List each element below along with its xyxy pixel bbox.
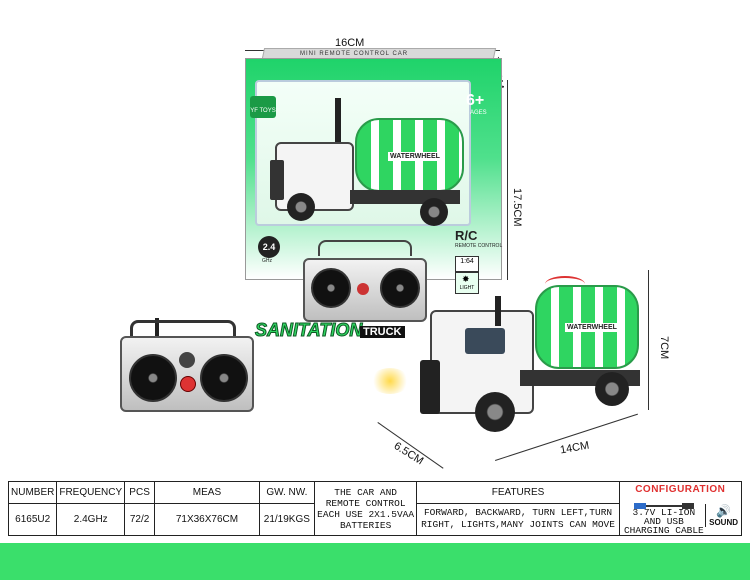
box-remote-handle [318, 240, 412, 256]
box-remote-speaker-left [311, 268, 351, 308]
age-label: AGES [470, 110, 487, 116]
box-rear-wheel [420, 198, 448, 226]
box-front-wheel [287, 193, 315, 221]
car-height-dim: 7CM [658, 336, 670, 360]
car-height-line [648, 270, 649, 410]
headlight-glow [370, 368, 410, 394]
box-truck-cab [275, 142, 354, 211]
scale-value: 1:64 [460, 258, 474, 265]
truck-tank-label: WATERWHEEL [565, 323, 619, 332]
battery-line-3: EACH USE 2X1.5VAA [317, 508, 415, 520]
truck-exhaust [495, 296, 501, 326]
box-remote-speaker-right [380, 268, 420, 308]
box-truck-grille [270, 160, 284, 200]
scale-badge: 1:64 [455, 256, 479, 272]
battery-info: THE CAR AND REMOTE CONTROL EACH USE 2X1.… [313, 481, 418, 536]
battery-line-4: BATTERIES [339, 519, 392, 531]
rc-sub-label: REMOTE CONTROL [455, 243, 503, 249]
battery-line-2: REMOTE CONTROL [325, 497, 406, 509]
light-icon: ✸ [462, 274, 470, 284]
sound-icon: 🔊 [716, 503, 732, 518]
truck-front-wheel [475, 392, 515, 432]
header-number: NUMBER [7, 481, 58, 504]
features-line-1: FORWARD, BACKWARD, TURN LEFT,TURN [423, 507, 613, 519]
remote-power-button [180, 376, 196, 392]
rc-label: R/C [455, 228, 478, 243]
box-height-dim: 17.5CM [511, 188, 523, 227]
header-gw-nw: GW. NW. [258, 481, 315, 504]
features-line-2: RIGHT, LIGHTS,MANY JOINTS CAN MOVE [421, 519, 615, 531]
value-pcs: 72/2 [124, 502, 156, 537]
remote-dial [179, 352, 195, 368]
truck-cab [430, 310, 534, 414]
box-top-banner: MINI REMOTE CONTROL CAR [300, 51, 409, 57]
spec-value-row: 6165U2 2.4GHz 72/2 71X36X76CM 21/19KGS F… [7, 502, 742, 537]
usb-cable-icon [633, 497, 694, 509]
config-cable: 3.7V LI-ION AND USB [632, 507, 696, 527]
box-height-line [507, 80, 508, 280]
value-meas: 71X36X76CM [154, 502, 260, 537]
product-name: SANITATION [254, 320, 363, 341]
remote-handle [130, 320, 236, 341]
box-width-dim: 16CM [335, 37, 365, 49]
header-meas: MEAS [154, 481, 260, 504]
spec-table: NUMBER FREQUENCY PCS MEAS GW. NW. THE CA… [7, 481, 743, 537]
remote-speaker-right [200, 354, 248, 402]
light-badge: LIGHT [455, 272, 479, 294]
header-frequency: FREQUENCY [56, 481, 126, 504]
bottom-bar [0, 543, 750, 580]
truck-rear-wheel [595, 372, 629, 406]
truck-windshield [465, 328, 505, 354]
value-number: 6165U2 [7, 502, 58, 537]
box-remote-button [357, 283, 369, 295]
car-length-dim: 14CM [559, 439, 591, 457]
light-label: LIGHT [459, 285, 475, 291]
header-pcs: PCS [124, 481, 156, 504]
config-title: CONFIGURATION [635, 484, 726, 495]
value-frequency: 2.4GHz [56, 502, 126, 537]
battery-line-1: THE CAR AND [334, 486, 397, 498]
config-sound: SOUND [709, 517, 738, 527]
rotate-arrow-icon [545, 276, 585, 292]
value-gw-nw: 21/19KGS [258, 502, 315, 537]
frequency-badge-unit: GHz [262, 258, 272, 264]
brand-logo: YF TOYS [250, 96, 276, 118]
value-features: FORWARD, BACKWARD, TURN LEFT,TURN RIGHT,… [416, 502, 620, 537]
age-badge: 6+ [466, 92, 485, 109]
brand-label: YF TOYS [250, 108, 276, 114]
product-name-2: TRUCK [360, 326, 405, 338]
remote-antenna [155, 318, 159, 340]
configuration-cell: CONFIGURATION 3.7V LI-ION AND USB CHARGI… [618, 481, 743, 536]
frequency-badge: 2.4 [258, 236, 280, 258]
box-tank-label: WATERWHEEL [388, 152, 442, 161]
header-features: FEATURES [416, 481, 620, 504]
spec-header-row: NUMBER FREQUENCY PCS MEAS GW. NW. THE CA… [7, 481, 743, 536]
box-exhaust [335, 98, 341, 142]
remote-speaker-left [129, 354, 177, 402]
config-cable-2: CHARGING CABLE [623, 525, 704, 536]
truck-grille [420, 360, 440, 414]
